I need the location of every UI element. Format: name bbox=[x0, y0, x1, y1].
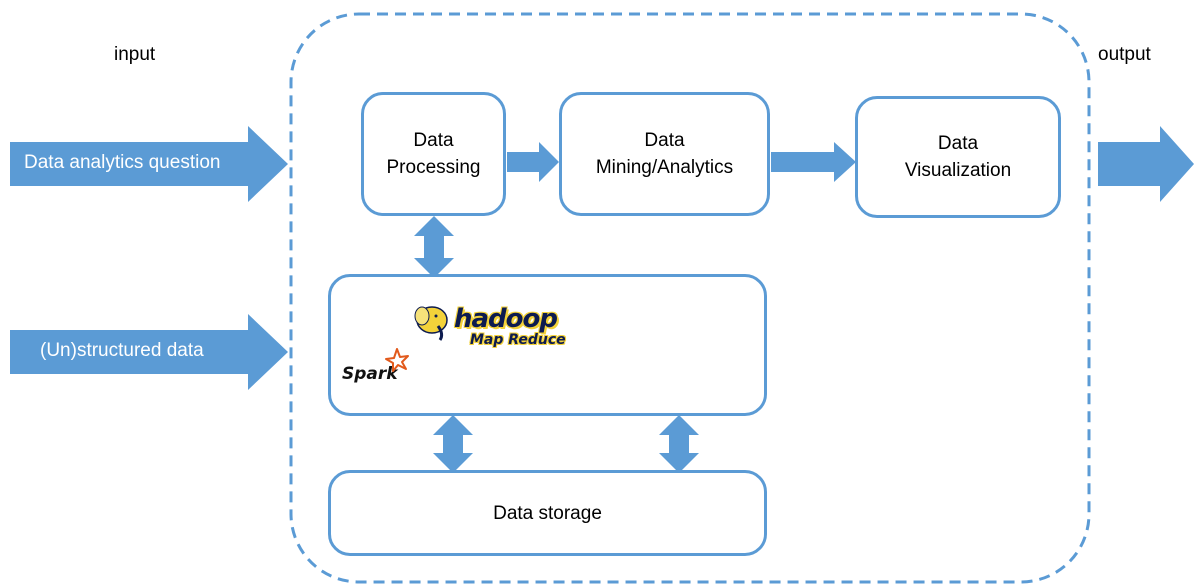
hadoop-logo-text: hadoop bbox=[454, 304, 558, 334]
system-boundary bbox=[289, 12, 1091, 584]
data-input-arrow bbox=[10, 314, 288, 390]
processing-framework-arrow bbox=[414, 216, 454, 278]
output-arrow bbox=[1098, 126, 1194, 202]
data-visualization-box: Data Visualization bbox=[855, 96, 1061, 218]
data-processing-label-line2: Processing bbox=[386, 157, 481, 178]
mining-to-visualization-arrow bbox=[771, 142, 856, 182]
output-label: output bbox=[1098, 44, 1151, 65]
data-storage-box: Data storage bbox=[328, 470, 767, 556]
data-input-label: (Un)structured data bbox=[40, 340, 204, 361]
question-input-label: Data analytics question bbox=[24, 152, 221, 173]
question-input-arrow bbox=[10, 126, 288, 202]
data-mining-box: Data Mining/Analytics bbox=[559, 92, 770, 216]
data-mining-label-line1: Data bbox=[644, 130, 685, 151]
data-processing-box: Data Processing bbox=[361, 92, 506, 216]
framework-storage-arrow-left bbox=[433, 415, 473, 473]
spark-logo-text: Spark bbox=[342, 364, 398, 384]
input-label: input bbox=[114, 44, 156, 65]
framework-storage-arrow-right bbox=[659, 415, 699, 473]
data-processing-label-line1: Data bbox=[413, 130, 454, 151]
hadoop-mapreduce-text: Map Reduce bbox=[470, 332, 566, 348]
data-visualization-label-line1: Data bbox=[937, 133, 979, 154]
processing-to-mining-arrow bbox=[507, 142, 559, 182]
processing-framework-box bbox=[328, 274, 767, 416]
data-mining-label-line2: Mining/Analytics bbox=[595, 157, 734, 178]
data-visualization-label-line2: Visualization bbox=[904, 160, 1012, 181]
data-storage-label: Data storage bbox=[493, 502, 602, 524]
